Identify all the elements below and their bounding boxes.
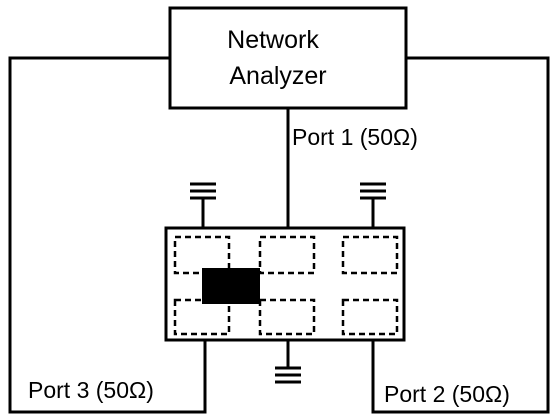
port-2-label: Port 2 (50Ω) — [384, 381, 510, 407]
ground-symbol-bottom — [275, 340, 301, 384]
network-analyzer: Network Analyzer — [168, 6, 408, 110]
ground-symbol-top-right — [360, 182, 386, 228]
cables — [8, 56, 550, 414]
pad-top-left — [173, 235, 231, 275]
pad-top-middle — [258, 235, 316, 275]
network-analyzer-box — [168, 6, 408, 110]
port-3-label: Port 3 (50Ω) — [28, 377, 154, 403]
cable-port-2 — [371, 56, 550, 414]
pad-bottom-middle — [258, 298, 316, 336]
network-analyzer-label-line2: Analyzer — [229, 62, 326, 90]
port-1-label: Port 1 (50Ω) — [292, 124, 418, 150]
pad-bottom-right — [341, 298, 399, 336]
device-under-test — [164, 226, 406, 342]
network-analyzer-label-line1: Network — [227, 26, 319, 54]
pad-bottom-left — [173, 298, 231, 336]
pad-top-right — [341, 235, 399, 275]
dut-package — [164, 226, 406, 342]
ground-symbol-top-left — [190, 182, 216, 228]
cable-port-3 — [8, 56, 207, 414]
die-block — [202, 268, 260, 304]
